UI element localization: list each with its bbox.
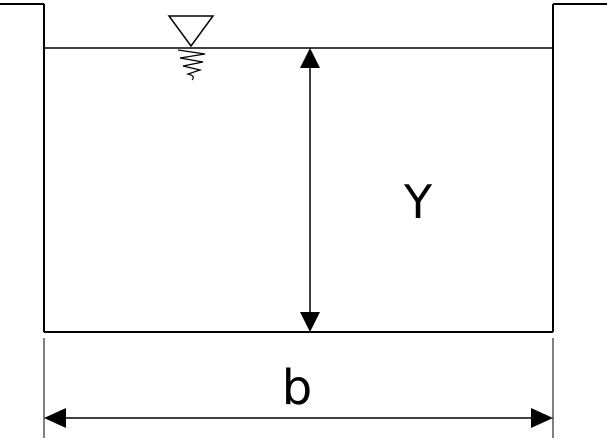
depth-dimension-arrow bbox=[300, 48, 320, 332]
width-dimension-arrow bbox=[44, 408, 553, 428]
depth-label: Y bbox=[403, 175, 433, 229]
water-surface-symbol-icon bbox=[167, 15, 215, 81]
width-label: b bbox=[282, 360, 312, 416]
